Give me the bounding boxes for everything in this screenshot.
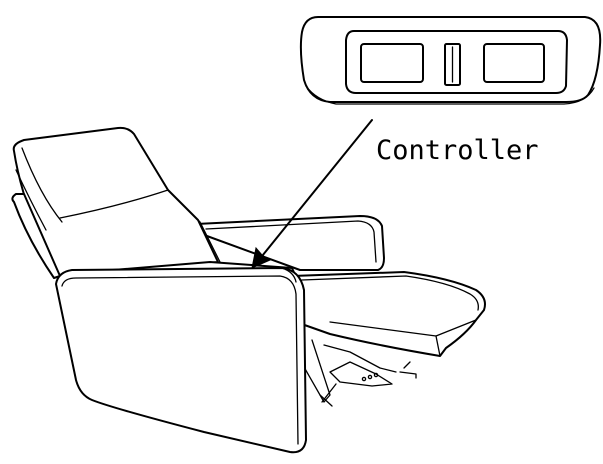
right-armrest xyxy=(195,215,385,271)
callout-arrow xyxy=(251,119,373,269)
recliner-mechanism xyxy=(299,339,417,407)
controller-center-slot xyxy=(444,43,461,86)
recliner-chair xyxy=(11,126,486,454)
controller-housing-outer xyxy=(299,16,602,103)
controller-right-button xyxy=(483,43,545,83)
arrow-head xyxy=(251,246,272,269)
footrest xyxy=(291,271,486,357)
controller-left-button xyxy=(360,43,424,83)
controller-label: Controller xyxy=(376,135,539,166)
left-armrest xyxy=(55,267,307,454)
controller-inner-panel xyxy=(345,30,568,94)
controller-callout xyxy=(299,16,602,105)
controller-housing-lip xyxy=(305,85,595,105)
